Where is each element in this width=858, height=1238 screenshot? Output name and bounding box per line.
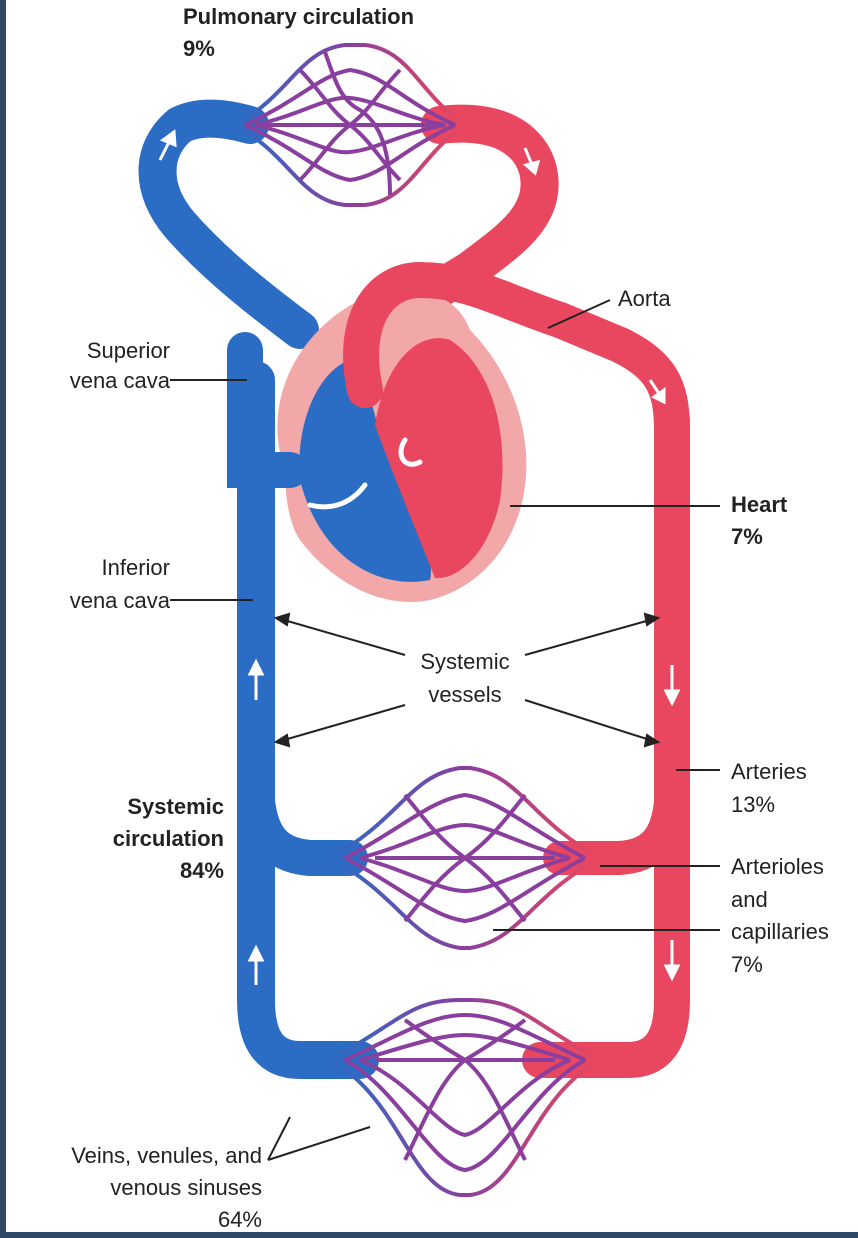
heart [277, 290, 526, 602]
superior-vena-cava-label-line2: vena cava [20, 366, 170, 396]
aorta-label: Aorta [618, 284, 671, 314]
systemic-vessels-label-line1: Systemic [380, 647, 550, 677]
systemic-capillary-bed-lower [330, 1000, 600, 1195]
veins-label-line1: Veins, venules, and [8, 1141, 262, 1171]
systemic-circulation-percent: 84% [20, 856, 224, 886]
arterioles-capillaries-percent: 7% [731, 950, 763, 980]
arterioles-label-line2: and [731, 885, 768, 915]
inferior-vena-cava-label-line2: vena cava [20, 586, 170, 616]
pulmonary-capillary-bed [235, 45, 465, 205]
inferior-vena-cava-label-line1: Inferior [20, 553, 170, 583]
arteries-label: Arteries [731, 757, 807, 787]
pulmonary-circulation-title: Pulmonary circulation [183, 2, 414, 32]
systemic-vessels-label-line2: vessels [380, 680, 550, 710]
heart-label: Heart [731, 490, 787, 520]
superior-vena-cava-label-line1: Superior [20, 336, 170, 366]
heart-percent: 7% [731, 522, 763, 552]
systemic-circulation-label-line2: circulation [20, 824, 224, 854]
systemic-circulation-label-line1: Systemic [20, 792, 224, 822]
arterioles-label-line1: Arterioles [731, 852, 824, 882]
veins-percent: 64% [8, 1205, 262, 1235]
pulmonary-vein-side [158, 119, 301, 330]
arteries-percent: 13% [731, 790, 775, 820]
pulmonary-circulation-percent: 9% [183, 34, 215, 64]
veins-label-line2: venous sinuses [8, 1173, 262, 1203]
arterioles-label-line3: capillaries [731, 917, 829, 947]
